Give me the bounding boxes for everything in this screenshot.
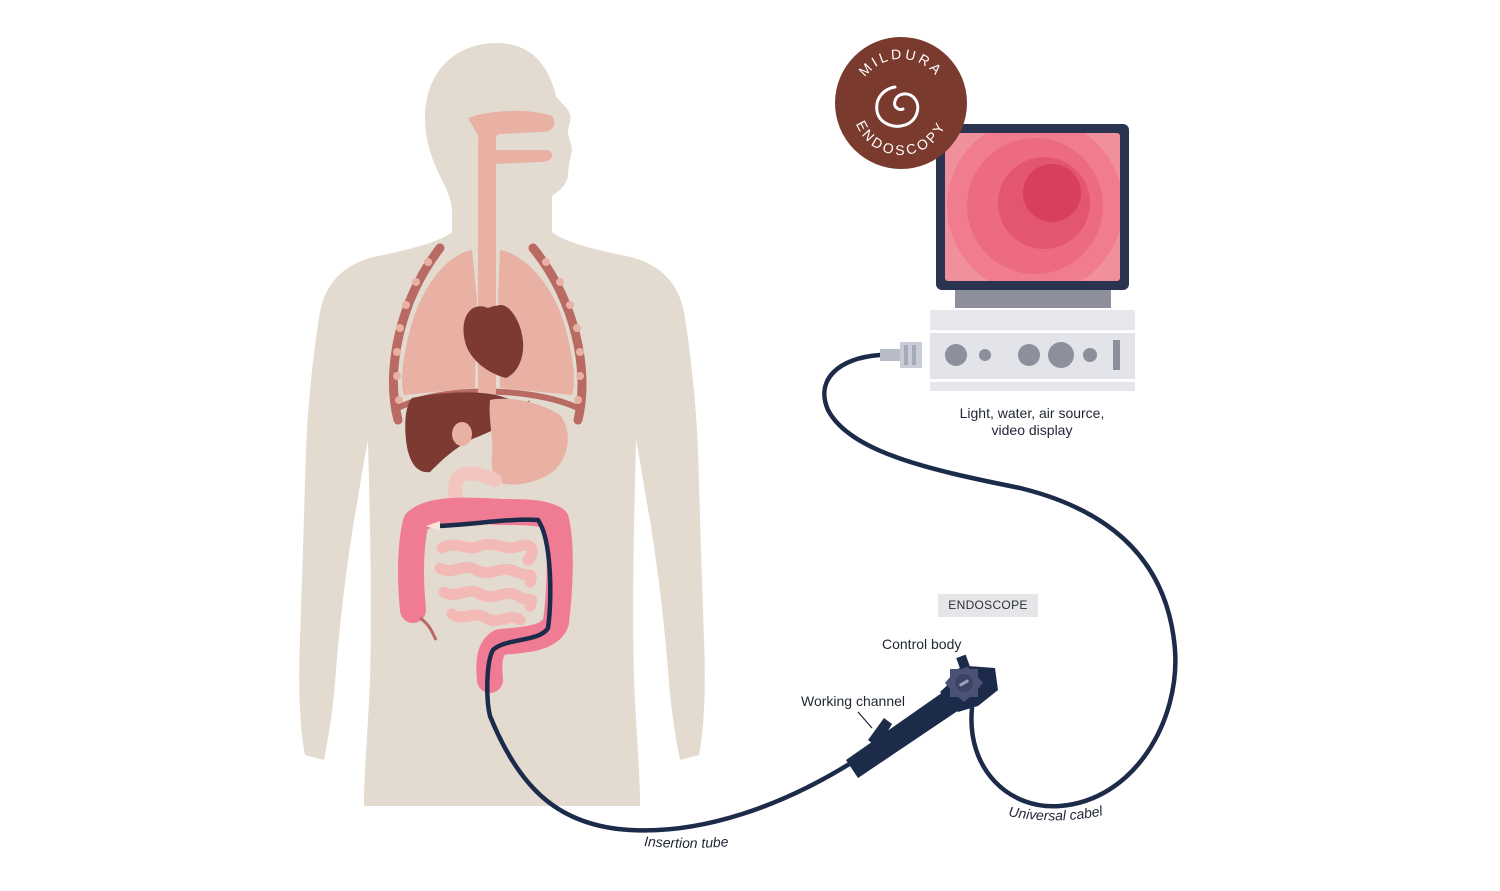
endoscope-badge: ENDOSCOPE	[938, 594, 1038, 617]
universal-cable	[822, 352, 1178, 809]
lung-left	[402, 250, 477, 395]
dial-2	[979, 349, 991, 361]
heart	[463, 304, 524, 378]
colon	[398, 497, 573, 693]
rib-dots	[393, 258, 584, 404]
label-source-line-1: Light, water, air source,	[959, 405, 1105, 421]
gallbladder	[452, 422, 472, 446]
control-knob	[945, 664, 983, 702]
label-insertion-tube-text: Insertion tube	[644, 833, 729, 851]
label-universal-cable-text: Universal cabel	[1008, 802, 1105, 823]
label-control-body: Control body	[882, 636, 962, 652]
logo-circle	[835, 37, 967, 169]
dial-4	[1048, 342, 1074, 368]
stomach	[489, 398, 568, 485]
label-working-channel: Working channel	[801, 693, 906, 709]
video-monitor	[936, 124, 1129, 308]
control-unit-base	[930, 382, 1135, 391]
control-valve	[956, 654, 970, 670]
label-universal-cable: Universal cabel	[1008, 802, 1105, 823]
dial-1	[945, 344, 967, 366]
endoscope-handpiece	[846, 654, 998, 778]
rib-left	[388, 243, 445, 425]
dial-3	[1018, 344, 1040, 366]
mildura-endoscopy-logo: MILDURA ENDOSCOPY	[835, 37, 967, 169]
endoscope-tip	[426, 521, 440, 531]
appendix	[419, 616, 438, 641]
working-channel-leader	[857, 711, 873, 729]
monitor-stand	[955, 290, 1111, 308]
label-insertion-tube: Insertion tube	[644, 833, 729, 851]
control-shaft	[846, 690, 962, 778]
label-source-line-2: video display	[991, 422, 1073, 438]
logo-spiral	[875, 85, 920, 128]
label-source: Light, water, air source, video display	[958, 405, 1106, 439]
slider-bar	[1113, 340, 1120, 370]
control-unit-top	[930, 310, 1135, 330]
insertion-tube	[434, 517, 865, 833]
small-intestine	[434, 538, 538, 627]
connector	[880, 342, 922, 368]
control-unit	[930, 310, 1135, 391]
dial-5	[1083, 348, 1097, 362]
